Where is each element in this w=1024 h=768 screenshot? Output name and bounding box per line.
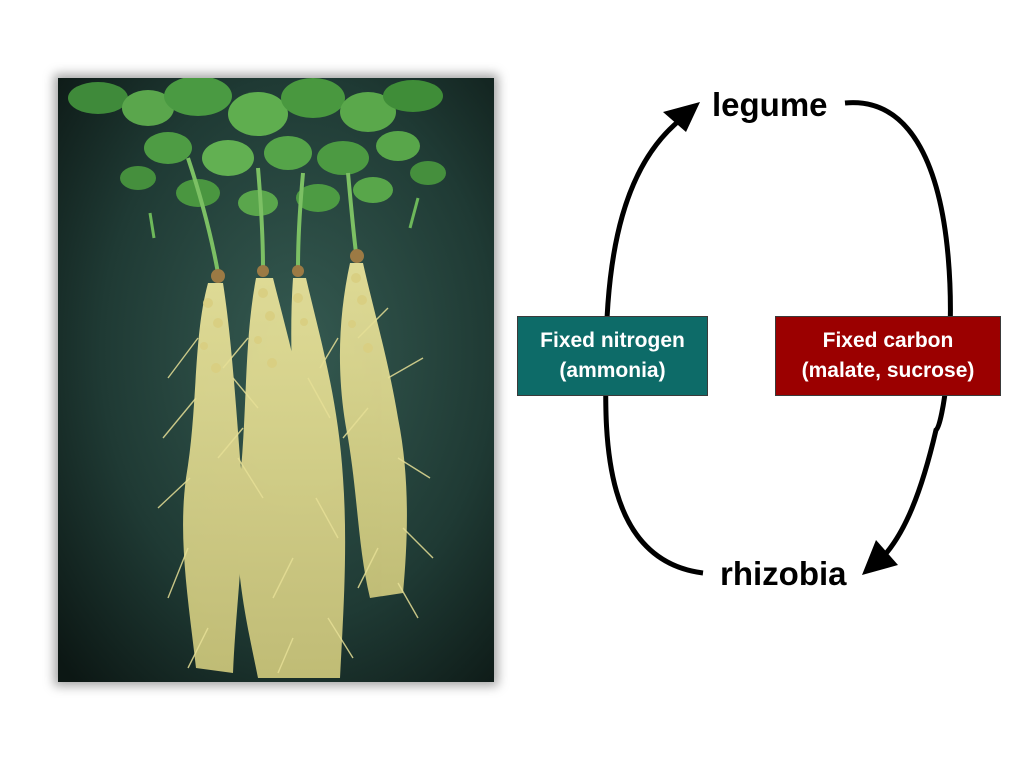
root-crowns xyxy=(211,249,364,283)
legume-roots-illustration xyxy=(58,78,494,682)
arrowhead-right xyxy=(862,540,898,575)
arrowhead-left xyxy=(663,102,700,132)
fixed-carbon-line1: Fixed carbon xyxy=(822,329,954,352)
fixed-nitrogen-line2: (ammonia) xyxy=(559,359,666,382)
legume-roots-photo xyxy=(58,78,494,682)
root-hairs xyxy=(157,307,434,674)
fixed-nitrogen-line1: Fixed nitrogen xyxy=(540,329,685,352)
root-nodules xyxy=(200,273,373,373)
legume-label: legume xyxy=(706,88,834,121)
root-masses xyxy=(183,263,407,678)
stems xyxy=(186,157,358,274)
rhizobia-label: rhizobia xyxy=(714,557,853,590)
fixed-carbon-box: Fixed carbon (malate, sucrose) xyxy=(775,316,1001,396)
foliage xyxy=(68,78,446,239)
fixed-nitrogen-box: Fixed nitrogen (ammonia) xyxy=(517,316,708,396)
arrow-legume-to-rhizobia xyxy=(844,100,953,562)
fixed-carbon-line2: (malate, sucrose) xyxy=(801,359,975,382)
